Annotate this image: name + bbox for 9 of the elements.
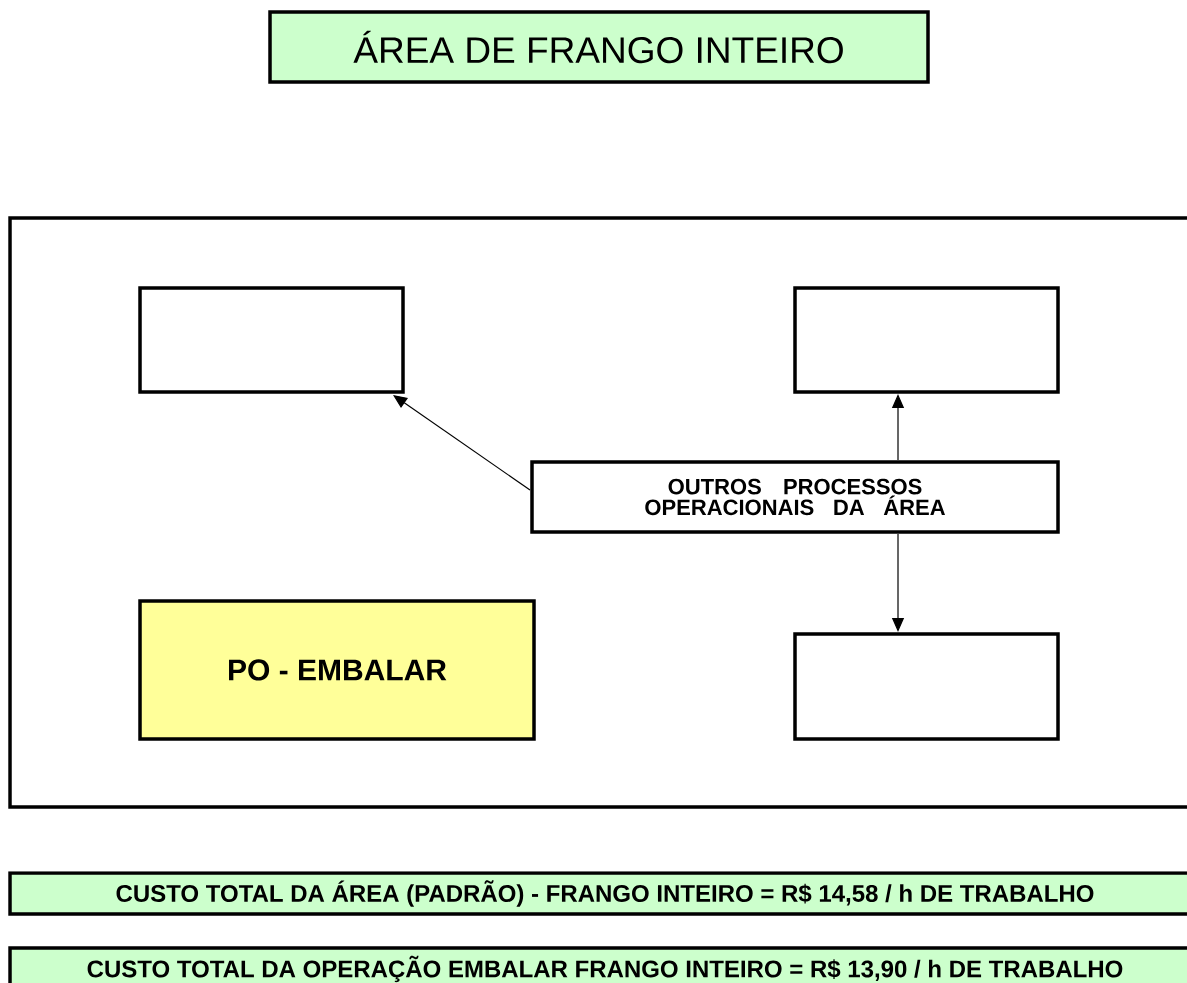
cost-bar: CUSTO TOTAL DA OPERAÇÃO EMBALAR FRANGO INTEIRO = R$ 13,90 / h DE TRABALHO — [8, 946, 1187, 983]
process-box — [793, 286, 1060, 394]
arrow — [393, 395, 531, 491]
process-box — [793, 632, 1060, 741]
cost-bar: CUSTO TOTAL DA ÁREA (PADRÃO) - FRANGO INTEIRO = R$ 14,58 / h DE TRABALHO — [8, 871, 1187, 916]
title-box: ÁREA DE FRANGO INTEIRO — [268, 10, 930, 84]
process-box: OUTROS PROCESSOS OPERACIONAIS DA ÁREA — [530, 460, 1060, 534]
process-box — [138, 286, 405, 394]
process-box: PO - EMBALAR — [138, 599, 536, 741]
